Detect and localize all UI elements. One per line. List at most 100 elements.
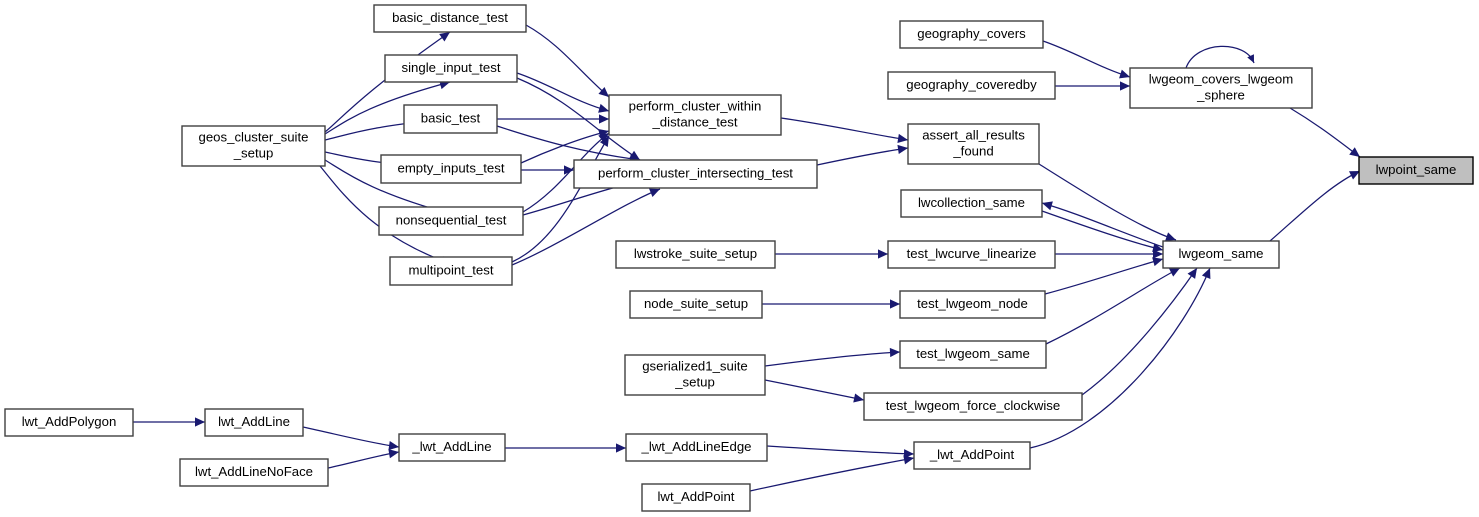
graph-node-test_lwcurve_linearize[interactable]: test_lwcurve_linearize — [887, 240, 1056, 269]
call-edge — [525, 24, 610, 98]
graph-node-geography_coveredby[interactable]: geography_coveredby — [887, 71, 1056, 100]
call-edge — [764, 351, 901, 367]
node-box[interactable] — [384, 54, 518, 83]
graph-node-_lwt_AddLineEdge[interactable]: _lwt_AddLineEdge — [625, 433, 768, 462]
graph-node-geos_cluster_suite_setup[interactable]: geos_cluster_suite_setup — [181, 125, 326, 167]
call-edge — [324, 31, 451, 133]
call-edge — [780, 117, 909, 141]
node-box[interactable] — [378, 206, 524, 236]
edge-arrowhead — [1187, 268, 1197, 279]
graph-node-geography_covers[interactable]: geography_covers — [899, 20, 1044, 49]
edge-arrowhead — [616, 443, 626, 453]
node-label: lwt_AddPoint — [658, 489, 735, 504]
node-label: geography_coveredby — [906, 77, 1037, 92]
node-label: _setup — [674, 374, 715, 389]
node-box[interactable] — [380, 154, 522, 184]
graph-node-lwt_AddPolygon[interactable]: lwt_AddPolygon — [4, 408, 134, 437]
graph-node-multipoint_test[interactable]: multipoint_test — [389, 256, 513, 286]
node-label: gserialized1_suite — [642, 358, 748, 373]
graph-node-lwgeom_covers_lwgeom_sphere[interactable]: lwgeom_covers_lwgeom_sphere — [1129, 67, 1313, 109]
node-box[interactable] — [204, 408, 304, 437]
node-label: _distance_test — [651, 114, 737, 129]
node-label: lwgeom_covers_lwgeom — [1149, 71, 1293, 86]
node-box[interactable] — [1358, 156, 1474, 185]
node-box[interactable] — [181, 125, 326, 167]
node-box[interactable] — [373, 4, 527, 33]
call-edge — [1269, 170, 1361, 242]
graph-node-assert_all_results_found[interactable]: assert_all_results_found — [907, 123, 1040, 165]
node-box[interactable] — [615, 240, 776, 269]
node-box[interactable] — [1129, 67, 1313, 109]
graph-node-basic_test[interactable]: basic_test — [403, 104, 498, 134]
graph-node-nonsequential_test[interactable]: nonsequential_test — [378, 206, 524, 236]
node-box[interactable] — [629, 290, 763, 319]
graph-node-test_lwgeom_node[interactable]: test_lwgeom_node — [899, 290, 1046, 319]
node-box[interactable] — [179, 458, 329, 487]
node-box[interactable] — [625, 433, 768, 462]
node-box[interactable] — [1162, 240, 1280, 269]
graph-node-lwt_AddLine[interactable]: lwt_AddLine — [204, 408, 304, 437]
graph-node-perform_cluster_within_distance_test[interactable]: perform_cluster_within_distance_test — [608, 94, 782, 136]
graph-node-node_suite_setup[interactable]: node_suite_setup — [629, 290, 763, 319]
graph-node-perform_cluster_intersecting_test[interactable]: perform_cluster_intersecting_test — [573, 159, 818, 189]
edge-arrowhead — [1153, 249, 1163, 259]
graph-node-lwpoint_same[interactable]: lwpoint_same — [1358, 156, 1474, 185]
graph-node-test_lwgeom_force_clockwise[interactable]: test_lwgeom_force_clockwise — [863, 392, 1083, 421]
call-edge — [816, 147, 909, 166]
node-box[interactable] — [900, 189, 1043, 218]
graph-node-lwt_AddLineNoFace[interactable]: lwt_AddLineNoFace — [179, 458, 329, 487]
graph-node-test_lwgeom_same[interactable]: test_lwgeom_same — [899, 340, 1047, 369]
node-box[interactable] — [624, 354, 766, 396]
edge-arrowhead — [599, 136, 609, 147]
call-edge — [1045, 267, 1181, 345]
node-box[interactable] — [899, 340, 1047, 369]
edge-arrowhead — [889, 347, 900, 358]
call-edge — [1038, 163, 1177, 241]
edge-arrowhead — [1247, 54, 1254, 63]
edge-arrowhead — [598, 86, 609, 97]
node-box[interactable] — [573, 159, 818, 189]
call-edge — [1042, 40, 1131, 78]
node-box[interactable] — [899, 20, 1044, 49]
node-box[interactable] — [913, 441, 1031, 470]
node-label: test_lwgeom_same — [916, 346, 1030, 361]
node-box[interactable] — [389, 256, 513, 286]
graph-node-lwcollection_same[interactable]: lwcollection_same — [900, 189, 1043, 218]
edge-arrowhead — [598, 103, 609, 113]
call-edge — [766, 445, 915, 455]
edge-arrowhead — [1349, 171, 1360, 180]
graph-node-lwgeom_same[interactable]: lwgeom_same — [1162, 240, 1280, 269]
edge-arrowhead — [599, 114, 609, 124]
node-box[interactable] — [608, 94, 782, 136]
graph-node-single_input_test[interactable]: single_input_test — [384, 54, 518, 83]
node-box[interactable] — [899, 290, 1046, 319]
call-edge — [302, 426, 400, 448]
node-box[interactable] — [403, 104, 498, 134]
node-box[interactable] — [398, 433, 506, 462]
graph-node-_lwt_AddPoint[interactable]: _lwt_AddPoint — [913, 441, 1031, 470]
node-box[interactable] — [907, 123, 1040, 165]
node-label: lwt_AddLineNoFace — [195, 464, 313, 479]
node-label: _sphere — [1196, 87, 1245, 102]
node-box[interactable] — [887, 240, 1056, 269]
graph-node-basic_distance_test[interactable]: basic_distance_test — [373, 4, 527, 33]
node-box[interactable] — [863, 392, 1083, 421]
node-box[interactable] — [641, 483, 751, 512]
call-edge — [1081, 267, 1198, 396]
node-label: _lwt_AddPoint — [929, 447, 1015, 462]
graph-node-empty_inputs_test[interactable]: empty_inputs_test — [380, 154, 522, 184]
node-box[interactable] — [887, 71, 1056, 100]
graph-node-_lwt_AddLine[interactable]: _lwt_AddLine — [398, 433, 506, 462]
edge-arrowhead — [1201, 268, 1211, 279]
node-label: _lwt_AddLine — [411, 439, 491, 454]
node-label: perform_cluster_intersecting_test — [598, 165, 793, 180]
node-label: multipoint_test — [408, 262, 493, 277]
graph-node-lwstroke_suite_setup[interactable]: lwstroke_suite_setup — [615, 240, 776, 269]
node-label: lwt_AddLine — [218, 414, 290, 429]
graph-node-gserialized1_suite_setup[interactable]: gserialized1_suite_setup — [624, 354, 766, 396]
call-edge — [1185, 45, 1255, 69]
node-label: geography_covers — [917, 26, 1026, 41]
edge-arrowhead — [897, 144, 908, 154]
node-box[interactable] — [4, 408, 134, 437]
graph-node-lwt_AddPoint[interactable]: lwt_AddPoint — [641, 483, 751, 512]
